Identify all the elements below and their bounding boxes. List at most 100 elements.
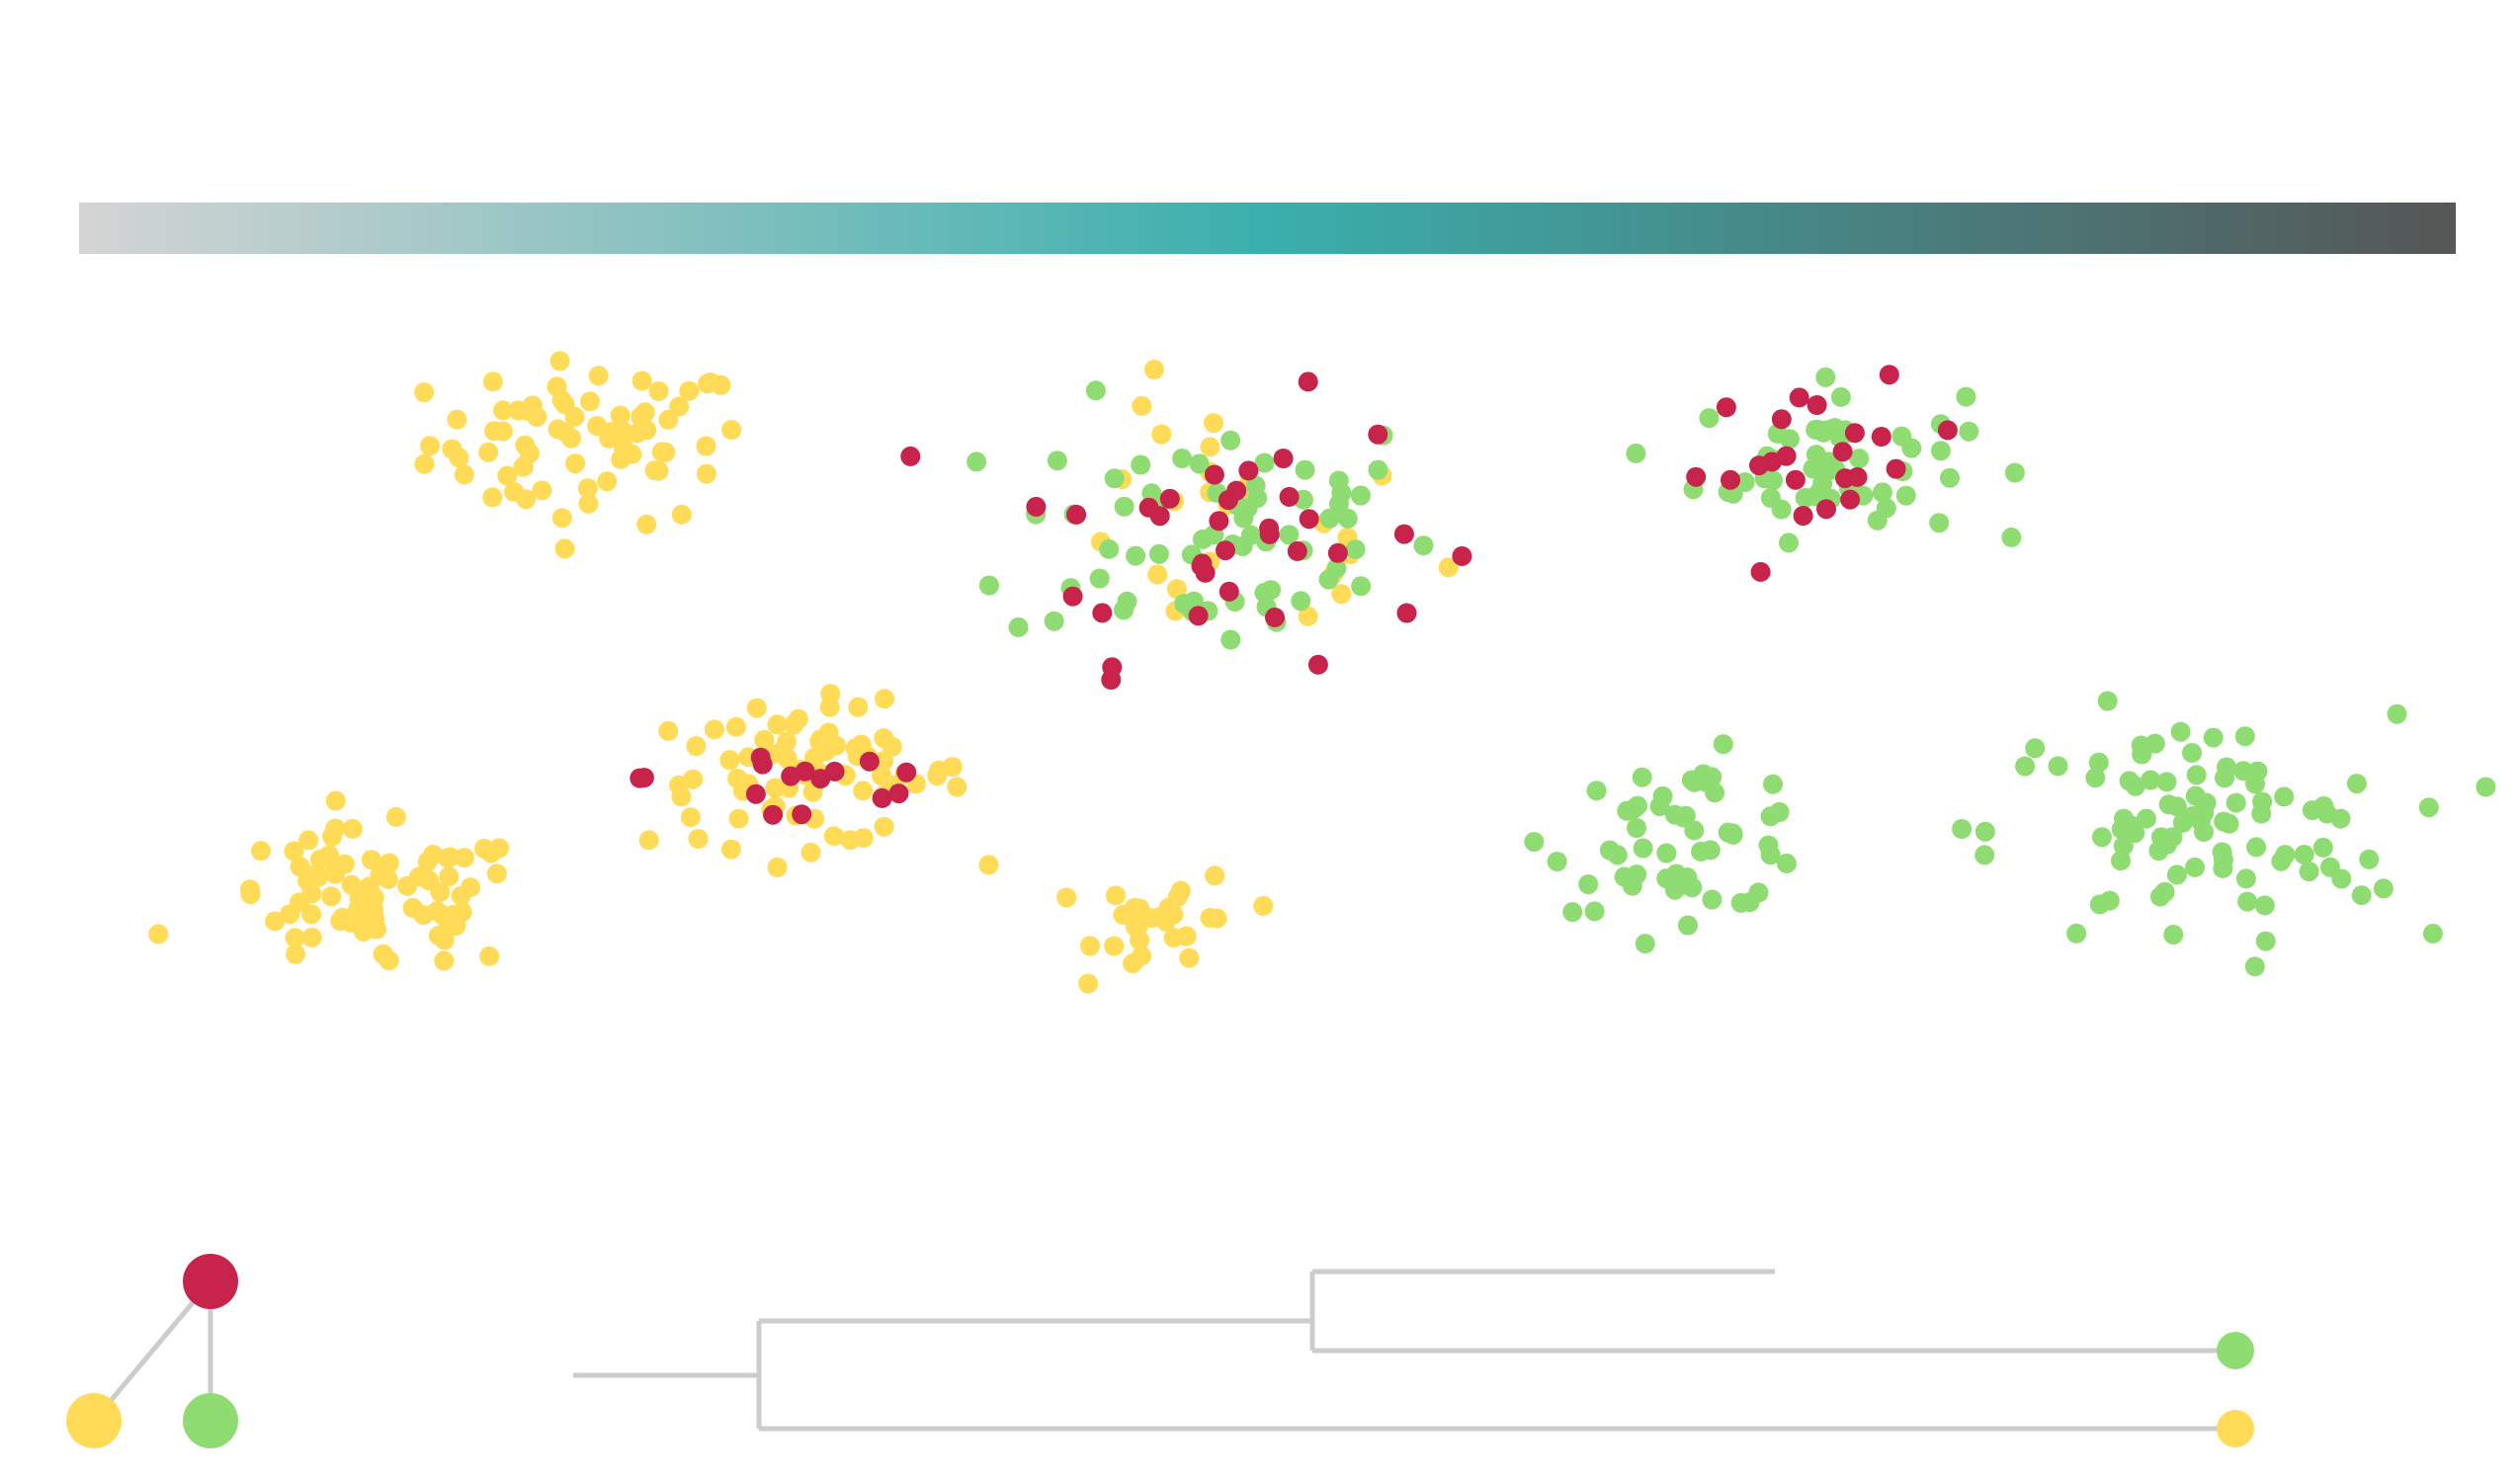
scatter-point-green (1895, 485, 1916, 506)
scatter-point-yellow (671, 786, 692, 807)
scatter-point-green (1678, 915, 1698, 936)
scatter-point-yellow (251, 841, 271, 862)
scatter-point-yellow (978, 855, 999, 875)
scatter-point-red (630, 768, 650, 788)
scatter-point-red (1209, 511, 1229, 532)
scatter-point-green (2299, 862, 2319, 882)
scatter-point-yellow (721, 420, 742, 440)
scatter-point-green (1617, 800, 1638, 821)
scatter-point-green (2251, 803, 2272, 824)
scatter-point-green (2275, 845, 2296, 865)
scatter-point-green (1656, 843, 1677, 864)
scatter-point-yellow (454, 464, 474, 485)
scatter-point-red (795, 761, 815, 782)
scatter-point-yellow (549, 351, 570, 371)
scatter-point-red (1299, 509, 1319, 530)
scatter-point-yellow (479, 946, 500, 966)
scatter-point-red (1307, 654, 1328, 675)
scatter-point-red (1452, 545, 1472, 566)
scatter-point-green (1702, 767, 1722, 787)
scatter-point-yellow (565, 453, 586, 474)
scatter-point-green (2246, 837, 2267, 858)
scatter-point-green (2346, 774, 2367, 794)
scatter-point-green (2245, 774, 2265, 794)
scatter-point-red (1062, 586, 1083, 607)
scatter-point-green (2185, 857, 2205, 877)
scatter-point-red (1226, 480, 1247, 501)
scatter-point-green (2237, 891, 2258, 912)
scatter-point-yellow (800, 842, 821, 863)
scatter-point-yellow (767, 714, 788, 735)
scatter-point-yellow (497, 465, 518, 486)
scatter-point-yellow (696, 436, 716, 456)
scatter-point-yellow (610, 405, 630, 426)
scatter-point-yellow (767, 857, 788, 877)
scatter-point-green (1815, 367, 1836, 387)
scatter-point-red (1298, 371, 1318, 392)
scatter-point-yellow (397, 875, 418, 896)
scatter-point-yellow (334, 854, 355, 874)
scatter-point-green (1547, 852, 1567, 871)
scatter-point-green (2125, 823, 2145, 844)
scatter-point-green (2182, 743, 2202, 763)
scatter-point-green (1806, 445, 1826, 465)
scatter-point-green (1245, 475, 1266, 496)
scatter-point-yellow (655, 442, 676, 462)
scatter-point-green (2330, 808, 2351, 829)
scatter-point-green (1872, 482, 1892, 503)
scatter-point-red (1192, 553, 1213, 574)
scatter-point-yellow (414, 453, 435, 474)
scatter-point-green (1849, 449, 1870, 469)
scatter-point-yellow (688, 829, 709, 849)
scatter-point-green (2373, 878, 2394, 899)
scatter-point-yellow (631, 370, 652, 391)
scatter-point-green (1806, 419, 1826, 440)
scatter-point-red (745, 783, 766, 804)
scatter-point-green (1047, 451, 1067, 471)
scatter-point-yellow (648, 381, 669, 401)
scatter-point-yellow (286, 944, 305, 964)
scatter-point-green (2004, 462, 2025, 483)
scatter-point-red (1327, 542, 1348, 563)
scatter-point-green (1008, 617, 1029, 637)
scatter-point-green (2015, 756, 2036, 777)
scatter-point-yellow (1253, 895, 1274, 916)
scatter-point-green (1599, 840, 1620, 861)
scatter-point-green (1649, 796, 1670, 817)
scatter-point-red (1771, 409, 1792, 430)
scatter-point-yellow (686, 736, 707, 757)
scatter-point-green (2235, 868, 2256, 889)
scatter-point-red (763, 804, 784, 825)
scatter-point-yellow (840, 830, 861, 851)
scatter-point-green (1824, 418, 1845, 438)
legend-node-green (183, 1393, 238, 1448)
scatter-point-green (2331, 868, 2352, 889)
scatter-point-green (1148, 543, 1169, 564)
scatter-point-green (1126, 545, 1146, 566)
scatter-point-green (1114, 600, 1134, 620)
scatter-points (148, 351, 2496, 994)
scatter-point-yellow (1176, 926, 1197, 947)
scatter-point-red (1721, 469, 1740, 490)
scatter-point-yellow (819, 697, 840, 717)
scatter-point-yellow (447, 409, 467, 430)
scatter-point-green (1929, 513, 1950, 534)
scatter-point-green (1763, 774, 1783, 794)
scatter-point-yellow (532, 480, 552, 501)
scatter-point-green (1702, 889, 1722, 910)
scatter-point-yellow (452, 902, 472, 923)
scatter-point-yellow (1113, 904, 1134, 925)
scatter-point-yellow (484, 421, 505, 442)
scatter-point-yellow (342, 818, 363, 839)
scatter-point-red (1287, 540, 1307, 561)
scatter-point-yellow (518, 400, 538, 421)
scatter-point-yellow (504, 481, 525, 502)
scatter-point-yellow (461, 877, 481, 898)
scatter-point-green (2182, 806, 2203, 826)
scatter-point-green (1633, 838, 1653, 859)
scatter-point-green (1329, 494, 1349, 515)
scatter-point-yellow (788, 708, 808, 729)
scatter-point-yellow (727, 769, 748, 788)
scatter-point-red (1393, 524, 1414, 544)
scatter-point-red (1101, 670, 1122, 690)
